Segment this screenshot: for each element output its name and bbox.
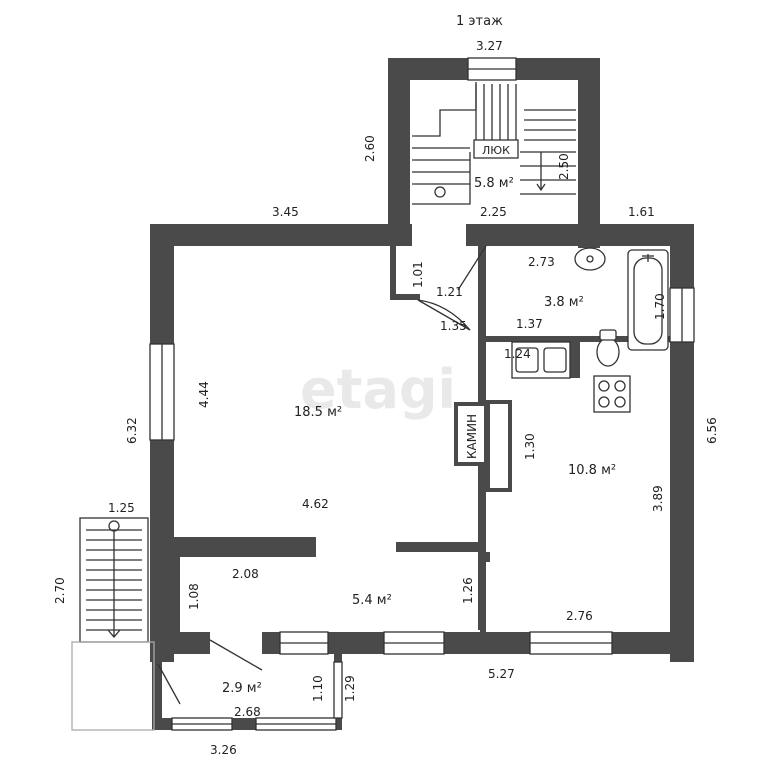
wall-corridor-bottom	[390, 294, 420, 300]
wall-bottom-3	[328, 632, 384, 654]
dim-label: 1.24	[504, 347, 531, 361]
hatch-label: ЛЮК	[482, 144, 510, 157]
wall-living-bottom	[174, 537, 316, 557]
porch-stairs	[71, 517, 155, 731]
wall-stair-left	[388, 58, 410, 226]
wall-hall-right	[396, 542, 478, 552]
window-entry-side	[333, 661, 343, 719]
area-hall: 5.4 м²	[352, 593, 392, 608]
floor-title: 1 этаж	[456, 14, 503, 29]
wall-hall-left	[174, 556, 180, 632]
wall-stub	[486, 552, 490, 562]
dim-label: 1.30	[523, 433, 537, 460]
dim-label: 5.27	[488, 667, 515, 681]
dim-label: 1.21	[436, 285, 463, 299]
dim-label: 2.08	[232, 567, 259, 581]
doors	[157, 245, 487, 705]
wall-bottom-5	[612, 632, 694, 654]
bathtub	[627, 249, 669, 351]
toilet	[596, 337, 620, 367]
wall-bottom-1	[160, 632, 210, 654]
dim-label: 2.60	[363, 135, 377, 162]
wall-top-right	[466, 224, 694, 246]
dim-label: 6.56	[705, 417, 719, 444]
dim-label: 2.68	[234, 705, 261, 719]
wall-bottom-2	[262, 632, 280, 654]
windows	[149, 57, 695, 731]
wall-top-left	[150, 224, 412, 246]
stove	[593, 375, 631, 413]
kitchen-fixtures	[511, 341, 631, 413]
wall-left-lower	[150, 440, 174, 662]
fireplace: КАМИН	[454, 400, 512, 492]
dim-label: 1.01	[411, 261, 425, 288]
hatch-box	[473, 139, 519, 159]
dim-label: 1.25	[108, 501, 135, 515]
dim-label: 1.10	[311, 675, 325, 702]
dim-label: 2.50	[557, 153, 571, 180]
wall-right-lower	[670, 342, 694, 662]
dim-label: 1.61	[628, 205, 655, 219]
wall-entry-left	[152, 654, 162, 730]
bath-fixtures	[574, 247, 669, 367]
dim-label: 2.70	[53, 577, 67, 604]
dim-label: 3.27	[476, 39, 503, 53]
dim-label: 1.26	[461, 577, 475, 604]
wall-right-upper	[670, 224, 694, 288]
area-kitchen: 10.8 м²	[568, 463, 616, 478]
area-stairwell: 5.8 м²	[474, 176, 514, 191]
watermark: etagi	[300, 358, 456, 421]
dim-label: 1.37	[516, 317, 543, 331]
wall-bath-bottom	[478, 336, 670, 342]
dim-label: 1.08	[187, 583, 201, 610]
dim-label: 3.26	[210, 743, 237, 757]
area-bathroom: 3.8 м²	[544, 295, 584, 310]
wall-stair-right	[578, 58, 600, 248]
wall-entry-bottom	[152, 718, 172, 730]
porch-landing	[71, 641, 155, 731]
stair-tower: ЛЮК	[412, 82, 576, 205]
wall-bath-left	[478, 246, 486, 342]
wall-bottom-4	[444, 632, 530, 654]
dim-label: 4.44	[197, 381, 211, 408]
dim-label: 4.62	[302, 497, 329, 511]
wall-left-upper	[150, 224, 174, 344]
wall-entry-bottom-2	[232, 718, 256, 730]
wall-corridor-left	[390, 246, 396, 298]
wall-kitchen-corner	[570, 342, 580, 378]
dim-label: 3.89	[651, 485, 665, 512]
dim-label: 1.70	[653, 293, 667, 320]
dim-label: 1.35	[440, 319, 467, 333]
wall-partition	[478, 342, 486, 630]
dim-label: 6.32	[125, 417, 139, 444]
dim-label: 2.73	[528, 255, 555, 269]
wall-hall-door	[480, 600, 486, 632]
fireplace-label: КАМИН	[465, 414, 479, 459]
dim-label: 1.29	[343, 675, 357, 702]
dim-label: 3.45	[272, 205, 299, 219]
area-living: 18.5 м²	[294, 405, 342, 420]
sink	[574, 247, 606, 271]
area-entry: 2.9 м²	[222, 681, 262, 696]
dim-label: 2.25	[480, 205, 507, 219]
dim-label: 2.76	[566, 609, 593, 623]
